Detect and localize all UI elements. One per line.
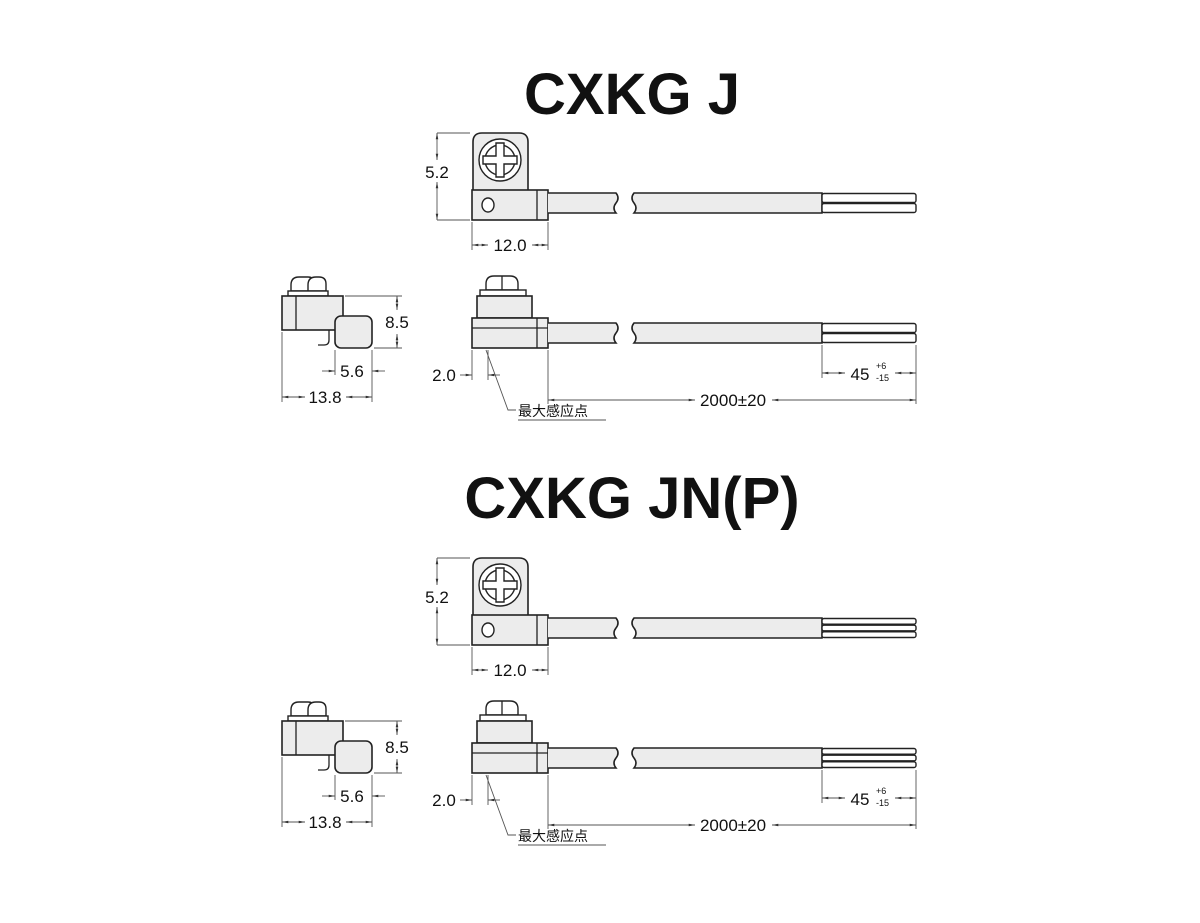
cable-front-view-far (631, 322, 823, 344)
dim-cable-label: 2000±20 (700, 391, 766, 410)
mounting-hole (481, 197, 495, 213)
washer (479, 714, 527, 722)
cable-top-view-near (548, 617, 619, 639)
dim-side-width-label: 13.8 (308, 388, 341, 407)
washer (479, 289, 527, 297)
section-cxkg-jn-p: CXKG JN(P) 5.2 12.0 2.0 最大感应点 45 +6 -15 2000±20 8… (281, 466, 917, 846)
dim-strip-tol-minus: -15 (876, 373, 889, 383)
dim-side-offset-label: 5.6 (340, 787, 364, 806)
cross-slot-icon (482, 567, 518, 603)
screw-head-icon (307, 276, 327, 292)
section-cxkg-j: CXKG J 5.2 12.0 2.0 最大感应点 45 +6 -15 2000±20 8.5 5.… (281, 62, 917, 421)
lead-wire (821, 332, 917, 344)
leader-line (485, 349, 516, 411)
leader-line (485, 774, 516, 836)
lead-wire (821, 747, 917, 755)
cable-end-side (334, 740, 373, 774)
cable-end-side (334, 315, 373, 349)
dim-strip-label: 45 (851, 790, 870, 809)
dim-height-label: 5.2 (425, 163, 449, 182)
dim-sensing-offset-label: 2.0 (432, 366, 456, 385)
dim-side-height-label: 8.5 (385, 738, 409, 757)
sensing-point-label: 最大感应点 (518, 828, 588, 845)
screw-head-icon (307, 701, 327, 717)
section-title: CXKG J (524, 62, 740, 127)
hook (318, 755, 330, 771)
sensor-body-side (281, 295, 344, 331)
dim-strip-tol-plus: +6 (876, 786, 886, 796)
sensor-body-front (476, 720, 533, 744)
lead-wire (821, 624, 917, 632)
lead-wire (821, 631, 917, 639)
dim-strip-tol-plus: +6 (876, 361, 886, 371)
lead-wire (821, 761, 917, 769)
cable-top-view-far (631, 617, 823, 639)
lead-wire (821, 192, 917, 204)
dim-width-label: 12.0 (493, 661, 526, 680)
dim-strip-tol-minus: -15 (876, 798, 889, 808)
mounting-hole (481, 622, 495, 638)
dim-side-width-label: 13.8 (308, 813, 341, 832)
cable-front-view-far (631, 747, 823, 769)
lead-wire (821, 322, 917, 334)
cable-front-view-near (548, 747, 619, 769)
lead-wire (821, 617, 917, 625)
dim-side-height-label: 8.5 (385, 313, 409, 332)
dim-cable-label: 2000±20 (700, 816, 766, 835)
dim-height-label: 5.2 (425, 588, 449, 607)
dim-sensing-offset-label: 2.0 (432, 791, 456, 810)
dim-strip-label: 45 (851, 365, 870, 384)
cable-top-view-near (548, 192, 619, 214)
dim-width-label: 12.0 (493, 236, 526, 255)
sensor-body-side (281, 720, 344, 756)
cross-slot-icon (482, 142, 518, 178)
lead-wire (821, 754, 917, 762)
sensor-base-front (471, 742, 549, 774)
cable-front-view-near (548, 322, 619, 344)
section-title: CXKG JN(P) (464, 466, 799, 531)
hook (318, 330, 330, 346)
sensing-point-label: 最大感应点 (518, 403, 588, 420)
dim-side-offset-label: 5.6 (340, 362, 364, 381)
sensor-body-front (476, 295, 533, 319)
lead-wire (821, 202, 917, 214)
cable-top-view-far (631, 192, 823, 214)
